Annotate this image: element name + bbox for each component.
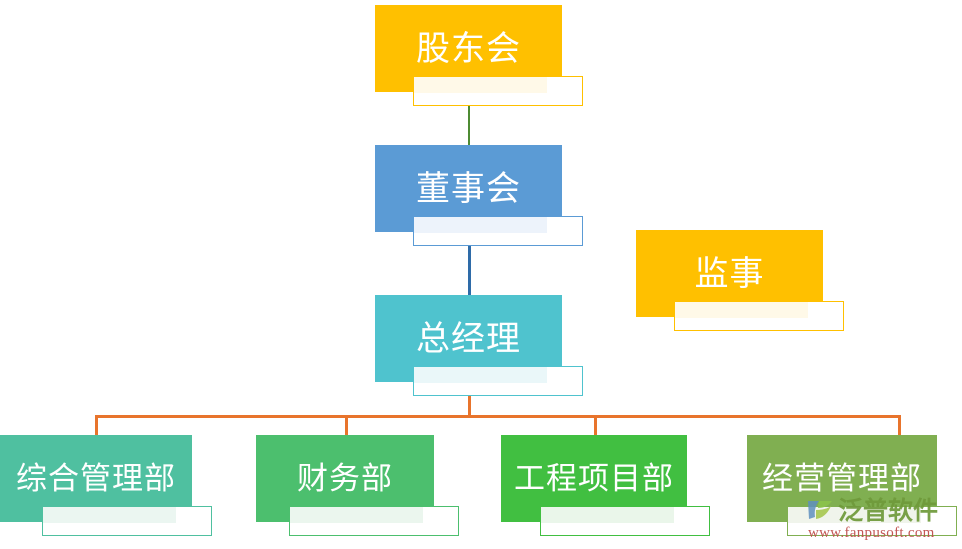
org-node-board-plate-fill (414, 217, 547, 234)
org-node-dept-engineering-project-plate-text (547, 509, 703, 533)
org-node-dept-engineering-project-label: 工程项目部 (514, 461, 674, 496)
connector-department-bus (95, 415, 901, 418)
org-node-dept-general-admin-plate[interactable] (42, 506, 212, 536)
org-node-general-manager-label: 总经理 (416, 320, 521, 358)
org-node-general-manager-plate-fill (414, 367, 547, 384)
org-node-board-label: 董事会 (416, 170, 521, 208)
org-node-supervisor-label: 监事 (694, 255, 765, 293)
connector-drop-engineering-project (594, 415, 597, 437)
org-node-supervisor-plate-text (681, 304, 837, 328)
connector-drop-operations (898, 415, 901, 437)
connector-board-to-general-manager (468, 232, 471, 295)
org-node-dept-operations-label: 经营管理部 (762, 461, 922, 496)
org-node-dept-general-admin-label: 综合管理部 (16, 461, 176, 496)
org-node-shareholders-plate-text (420, 79, 576, 103)
org-node-shareholders-plate-fill (414, 77, 547, 94)
org-node-board-plate-text (420, 219, 576, 243)
org-node-dept-general-admin-plate-text (49, 509, 205, 533)
connector-general-manager-stem (468, 382, 471, 417)
org-node-dept-finance-label: 财务部 (297, 461, 393, 496)
org-node-dept-finance-plate-text (296, 509, 452, 533)
connector-drop-general-admin (95, 415, 98, 437)
org-node-dept-finance-plate[interactable] (289, 506, 459, 536)
org-node-dept-operations-plate[interactable] (787, 506, 957, 536)
org-node-general-manager-plate[interactable] (413, 366, 583, 396)
org-node-dept-engineering-project-plate[interactable] (540, 506, 710, 536)
org-node-dept-engineering-project[interactable]: 工程项目部 (501, 435, 687, 522)
org-node-supervisor-plate[interactable] (674, 301, 844, 331)
org-node-dept-engineering-project-plate-fill (541, 507, 674, 524)
org-node-dept-operations-plate-text (794, 509, 950, 533)
org-node-dept-general-admin-plate-fill (43, 507, 176, 524)
connector-drop-finance (345, 415, 348, 437)
org-node-supervisor-plate-fill (675, 302, 808, 319)
org-node-dept-finance-plate-fill (290, 507, 423, 524)
connector-shareholders-to-board (468, 92, 470, 145)
org-node-general-manager-plate-text (420, 369, 576, 393)
org-node-board-plate[interactable] (413, 216, 583, 246)
org-node-shareholders-plate[interactable] (413, 76, 583, 106)
org-node-shareholders-label: 股东会 (416, 30, 521, 68)
